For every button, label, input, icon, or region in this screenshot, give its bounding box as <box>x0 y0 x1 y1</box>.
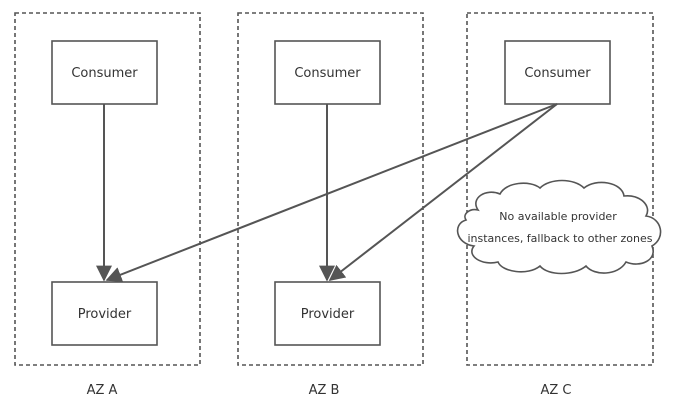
zone-b-border <box>237 12 424 366</box>
arrow-consumer-c-to-provider-a <box>105 103 558 283</box>
zone-b-label: AZ B <box>309 383 340 398</box>
consumer-c-box <box>504 40 611 105</box>
arrows <box>96 103 558 283</box>
provider-a-box <box>51 281 158 346</box>
fallback-note-line-1: No available provider <box>499 210 617 223</box>
zone-b: Consumer Provider AZ B <box>237 12 424 398</box>
consumer-b-label: Consumer <box>294 66 361 81</box>
arrow-consumer-c-to-provider-b <box>328 103 558 281</box>
zone-a-label: AZ A <box>87 383 118 398</box>
zone-c: Consumer AZ C <box>466 12 654 398</box>
consumer-b-box <box>274 40 381 105</box>
fallback-note-line-2: instances, fallback to other zones <box>467 232 652 245</box>
zone-a: Consumer Provider AZ A <box>14 12 201 398</box>
cloud-shape <box>456 179 662 275</box>
consumer-c-label: Consumer <box>524 66 591 81</box>
provider-a-label: Provider <box>78 307 132 322</box>
zone-a-border <box>14 12 201 366</box>
consumer-a-label: Consumer <box>71 66 138 81</box>
fallback-note-cloud: No available provider instances, fallbac… <box>456 179 662 275</box>
provider-b-label: Provider <box>301 307 355 322</box>
zone-c-border <box>466 12 654 366</box>
zone-c-label: AZ C <box>540 383 571 398</box>
provider-b-box <box>274 281 381 346</box>
